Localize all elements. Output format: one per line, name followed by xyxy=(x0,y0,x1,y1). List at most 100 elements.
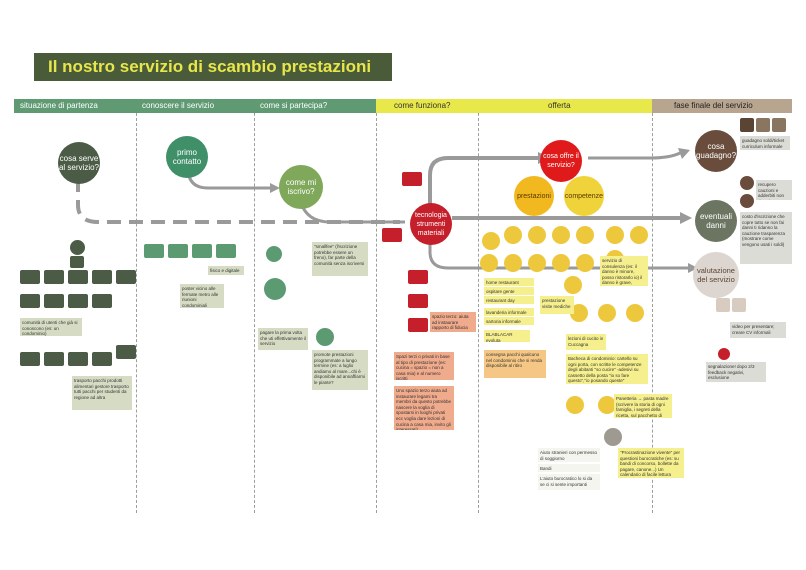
handshake-icon xyxy=(70,256,84,268)
website-icon xyxy=(402,172,422,186)
node-cosa-guadagno[interactable]: cosa guadagno? xyxy=(695,130,737,172)
column-divider xyxy=(254,113,255,513)
node-label: valutazione del servizio xyxy=(697,266,735,284)
node-competenze[interactable]: competenze xyxy=(564,176,604,216)
note-uno-spazio: Uno spazio terzo aiuta ad instaurare leg… xyxy=(394,386,454,430)
node-come-mi-iscrivo[interactable]: come mi iscrivo? xyxy=(279,165,323,209)
note-prestazione-visite: prestazione visite mediche xyxy=(540,296,574,314)
note-spazi-terzi: Spazi terzi o privati in base al tipo di… xyxy=(394,352,454,380)
phase-label: come funziona? xyxy=(394,101,451,110)
sewing-icon xyxy=(480,254,498,272)
iron-icon xyxy=(576,254,594,272)
stroller-icon xyxy=(566,396,584,414)
phase-label: fase finale del servizio xyxy=(674,101,753,110)
house-icon xyxy=(564,276,582,294)
flyer-icon xyxy=(168,244,188,258)
note-procrastinazione: "Procrastinazione vivente" per questioni… xyxy=(618,448,684,478)
column-divider xyxy=(652,113,653,513)
node-label: tecnologia strumenti materiali xyxy=(415,211,447,237)
home-icon xyxy=(68,294,88,308)
note-costo-iscrizione: costo d'iscrizione che copre tutto se no… xyxy=(740,212,792,264)
note-servizio-consulenza: servizio di consulenza (es: il danno è m… xyxy=(600,256,648,286)
oven-icon xyxy=(528,254,546,272)
phase-conoscere: conoscere il servizio xyxy=(136,99,254,113)
group-icon xyxy=(20,270,40,284)
people-icon xyxy=(44,270,64,284)
stars-icon xyxy=(732,298,746,312)
wheelchair-icon xyxy=(92,352,112,366)
node-prestazioni[interactable]: prestazioni xyxy=(514,176,554,216)
chef-icon xyxy=(598,304,616,322)
phone-icon xyxy=(382,228,402,242)
star-icon xyxy=(740,118,754,132)
note-lezioni-cucito: lezioni di cucito in Cuccagna xyxy=(566,334,606,350)
receipt-icon xyxy=(740,194,754,208)
phase-situazione: situazione di partenza xyxy=(14,99,136,113)
page-title: Il nostro servizio di scambio prestazion… xyxy=(34,53,392,81)
tools-icon xyxy=(504,254,522,272)
shop-icon xyxy=(92,294,112,308)
phase-label: situazione di partenza xyxy=(20,101,98,110)
note-pagare: pagare la prima volta che uti effettivam… xyxy=(258,328,308,350)
wrench-icon xyxy=(482,232,500,250)
node-label: eventuali danni xyxy=(699,212,733,230)
note-ospitare-gente: ospitare gente xyxy=(484,287,534,295)
node-cosa-offre[interactable]: cosa offre il servizio? xyxy=(540,140,582,182)
document-icon xyxy=(604,428,622,446)
elderly-icon xyxy=(20,294,40,308)
family-icon xyxy=(44,294,64,308)
bike-icon xyxy=(552,254,570,272)
truck-icon xyxy=(44,352,64,366)
hourglass-icon xyxy=(92,270,112,284)
column-divider xyxy=(478,113,479,513)
node-label: competenze xyxy=(564,192,604,200)
plug-icon xyxy=(630,226,648,244)
note-restaurant-day: restaurant day xyxy=(484,296,534,304)
people-icon xyxy=(756,118,770,132)
poster-icon xyxy=(192,244,212,258)
node-cosa-serve[interactable]: cosa serve al servizio? xyxy=(58,142,100,184)
person-icon xyxy=(718,348,730,360)
money-icon xyxy=(264,278,286,300)
note-fisico-digitale: fisico e digitale xyxy=(208,266,244,275)
column-divider xyxy=(136,113,137,513)
note-comunita: comunità di utenti che già si conoscono … xyxy=(20,318,82,336)
person-icon xyxy=(772,118,786,132)
note-video: video per presentare; creare CV informal… xyxy=(730,322,786,338)
note-trasporto: trasporto pacchi prodotti alimentari ges… xyxy=(72,376,132,410)
stethoscope-icon xyxy=(606,226,624,244)
book-icon xyxy=(626,304,644,322)
bus-icon xyxy=(144,244,164,258)
money-bag-icon xyxy=(740,176,754,190)
node-valutazione[interactable]: valutazione del servizio xyxy=(693,252,739,298)
people-icon xyxy=(20,352,40,366)
box-icon xyxy=(68,352,88,366)
column-divider xyxy=(376,113,377,513)
note-bacheca: Bacheca di condominio: cartello su ogni … xyxy=(566,354,648,384)
node-tecnologia[interactable]: tecnologia strumenti materiali xyxy=(410,203,452,245)
node-label: cosa offre il servizio? xyxy=(543,153,579,169)
note-sartoria: sartoria informale xyxy=(484,317,534,325)
computer-icon xyxy=(116,270,136,284)
phase-finale: fase finale del servizio xyxy=(652,99,792,113)
hand-icon xyxy=(266,246,282,262)
node-label: cosa serve al servizio? xyxy=(58,154,99,172)
person-icon xyxy=(70,240,85,255)
note-smallfee: "smallfee" (l'iscrizione potrebbe essere… xyxy=(312,242,368,276)
phase-label: offerta xyxy=(548,101,571,110)
calendar-icon xyxy=(316,328,334,346)
phase-label: conoscere il servizio xyxy=(142,101,215,110)
note-bandi: Bandi xyxy=(538,464,600,472)
document-icon xyxy=(716,298,730,312)
scissors-icon xyxy=(504,226,522,244)
building-icon xyxy=(408,318,428,332)
node-eventuali-danni[interactable]: eventuali danni xyxy=(695,200,737,242)
note-blablacar: BLABLACAR evoluta xyxy=(484,330,530,342)
node-primo-contatto[interactable]: primo contatto xyxy=(166,136,208,178)
note-consegna: consegna pacchi qualcuno nel condominio … xyxy=(484,350,546,378)
phase-offerta: offerta xyxy=(478,99,652,113)
phase-funziona: come funziona? xyxy=(376,99,478,113)
note-panetteria: Panetteria → pasta madre (scrivere la st… xyxy=(614,394,672,418)
node-label: cosa guadagno? xyxy=(695,142,737,160)
